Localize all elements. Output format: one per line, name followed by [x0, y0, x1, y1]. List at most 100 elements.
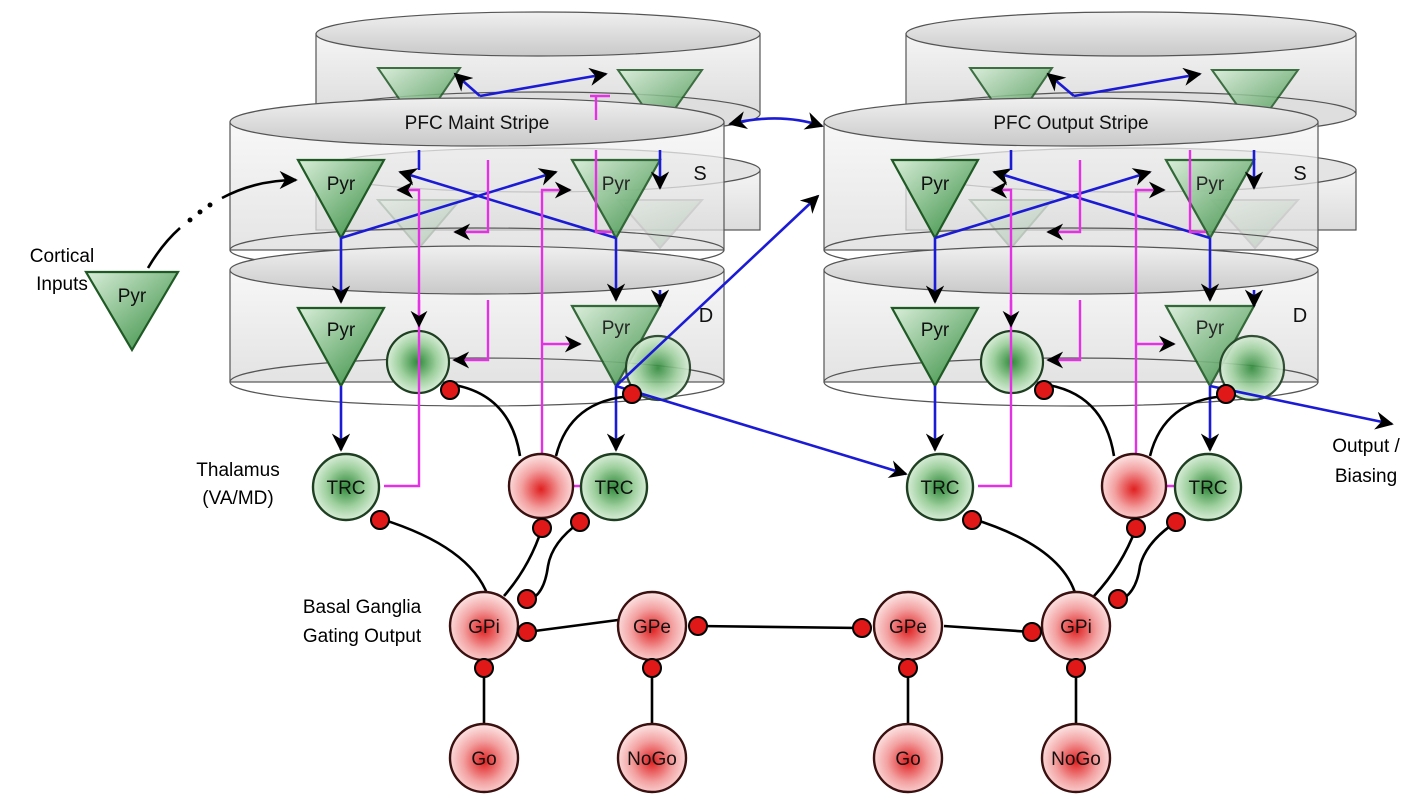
basal-ganglia-label-line1: Basal Ganglia [303, 597, 422, 618]
synapse-dot [962, 510, 982, 530]
output-gpe: GPe [872, 590, 944, 662]
synapse-dot [1216, 384, 1236, 404]
maint-mag-a [453, 160, 490, 241]
output-trc-left-label: TRC [920, 478, 959, 499]
output-trc2-to-gpi [1115, 520, 1177, 604]
maint-mag-b [452, 300, 490, 369]
output-back-blue-right [1073, 67, 1202, 98]
gpe-to-gpe [697, 624, 861, 630]
output-trc-right-label: TRC [1188, 478, 1227, 499]
inhibitory-synapses [370, 380, 1236, 678]
maint-mag-e [594, 150, 612, 234]
maint-trc-to-s-left [384, 181, 421, 488]
output-interneuron-to-red-thal [1041, 382, 1116, 457]
maint-to-output-trc [615, 384, 908, 478]
output-gpi: GPi [1040, 590, 1112, 662]
output-gpe-to-gpi [943, 624, 1033, 634]
output-gpe-label: GPe [889, 617, 927, 638]
cortical-input-pyr-label: Pyr [118, 286, 147, 307]
output-back-pyr-right [1210, 69, 1300, 132]
ellipsis-dot-3 [207, 202, 213, 208]
output-d-pyr-right-label: Pyr [1196, 318, 1225, 339]
synapse-dot [370, 510, 390, 530]
output-biasing-projection [1209, 384, 1394, 430]
synapse-dot [474, 658, 494, 678]
output-s-pyr-right: Pyr [1164, 158, 1256, 241]
maint-go-label: Go [471, 749, 496, 770]
maint-back-blue-left [453, 72, 481, 97]
maint-d-pyr-right: Pyr [570, 304, 662, 389]
maint-interneuron-to-red-thal [447, 382, 522, 457]
maint-deep-label: D [699, 305, 713, 327]
output-mag-a [1046, 160, 1082, 241]
output-stripe: PFC Output Stripe S D Pyr Pyr Pyr Pyr [823, 11, 1394, 488]
maint-interneuron-to-red-thal-2 [554, 394, 633, 457]
output-deep-label: D [1293, 305, 1307, 327]
cortical-input-pyr [84, 270, 180, 353]
maint-s-pyr-left: Pyr [296, 158, 386, 241]
maint-trc-left-label: TRC [326, 478, 365, 499]
synapse-dot [570, 512, 590, 532]
maint-d-pyr-left: Pyr [296, 306, 386, 389]
output-go: Go [872, 722, 944, 794]
synapse-dot [1108, 589, 1128, 609]
maint-back-pyr-right [616, 69, 704, 132]
output-biasing-label-line2: Biasing [1335, 466, 1397, 487]
thalamic-bg-wiring [377, 382, 1227, 728]
output-gpi-label: GPi [1060, 617, 1092, 638]
maint-trc-to-gpi [377, 516, 490, 597]
maint-s-pyr-left-label: Pyr [327, 174, 356, 195]
output-s-pyr-left-label: Pyr [921, 174, 950, 195]
synapse-dot [1126, 518, 1146, 538]
maint-d-pyr-right-label: Pyr [602, 318, 631, 339]
synapse-dot [532, 518, 552, 538]
synapse-dot [642, 658, 662, 678]
thalamus-label-line2: (VA/MD) [202, 488, 273, 509]
maint-thalamic-inhibitory-node [507, 452, 575, 520]
output-interneuron-to-red-thal-2 [1148, 394, 1227, 457]
maint-back-blue-right [479, 67, 608, 98]
output-s-pyr-left: Pyr [890, 158, 980, 241]
synapse-dot [898, 658, 918, 678]
maint-gpi: GPi [448, 590, 520, 662]
cortical-input-line [146, 227, 181, 269]
output-trc-left: TRC [905, 452, 975, 522]
output-trc-right: TRC [1173, 452, 1243, 522]
maint-go: Go [448, 722, 520, 794]
maint-gpe: GPe [616, 590, 688, 662]
maint-trc-left: TRC [311, 452, 381, 522]
cortical-input: Cortical Inputs Pyr [30, 170, 298, 353]
synapse-dot [688, 616, 708, 636]
maint-s-left-to-right [340, 168, 558, 240]
maint-to-output-stripe [615, 194, 820, 387]
synapse-dot [1166, 512, 1186, 532]
output-biasing-label-line1: Output / [1332, 436, 1400, 457]
synapse-dot [517, 622, 537, 642]
cortical-inputs-label-line2: Inputs [36, 274, 88, 295]
maint-superficial-label: S [693, 163, 706, 185]
maint-red-to-gpi [503, 527, 544, 597]
maint-trc-right: TRC [579, 452, 649, 522]
output-stripe-title: PFC Output Stripe [993, 113, 1148, 134]
synapse-dot [440, 380, 460, 400]
maint-stripe-title: PFC Maint Stripe [405, 113, 550, 134]
output-thalamic-inhibitory-node [1100, 452, 1168, 520]
output-mag-e [1188, 150, 1206, 234]
thalamus-label-line1: Thalamus [196, 460, 279, 481]
maint-nogo: NoGo [616, 722, 688, 794]
output-s-right-to-left [992, 168, 1211, 240]
maint-s-right-to-left [398, 168, 617, 240]
maint-s-pyr-right-label: Pyr [602, 174, 631, 195]
synapse-dot [622, 384, 642, 404]
maint-gpe-label: GPe [633, 617, 671, 638]
output-s-left-to-right [934, 168, 1152, 240]
synapse-dot [852, 618, 872, 638]
maint-s-pyr-right: Pyr [570, 158, 662, 241]
ellipsis-dot-2 [197, 209, 203, 215]
basal-ganglia-label-line2: Gating Output [303, 626, 422, 647]
output-go-label: Go [895, 749, 920, 770]
output-d-pyr-left-label: Pyr [921, 320, 950, 341]
synapse-dot [1066, 658, 1086, 678]
output-s-pyr-right-label: Pyr [1196, 174, 1225, 195]
